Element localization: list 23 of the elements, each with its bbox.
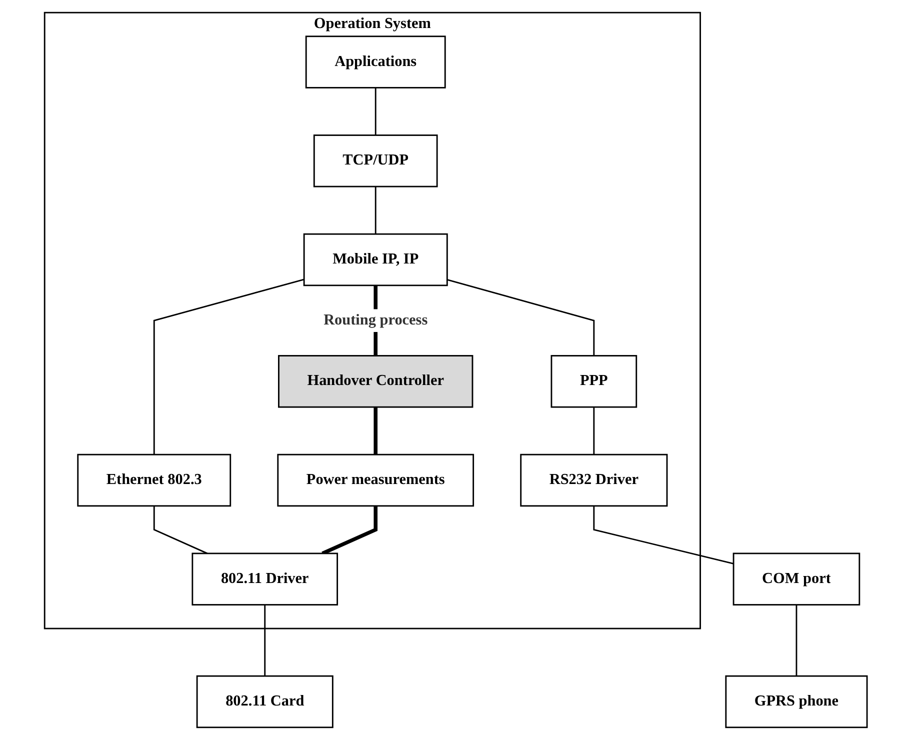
connector — [374, 406, 378, 454]
node-box: Mobile IP, IP — [304, 232, 448, 286]
connector — [375, 186, 376, 234]
node-box: Power measurements — [277, 453, 474, 506]
node-box: 802.11 Driver — [192, 552, 338, 605]
node-box: Ethernet 802.3 — [77, 453, 232, 506]
node-box: COM port — [732, 552, 860, 605]
connector — [154, 505, 208, 554]
connector — [447, 278, 595, 356]
node-box: Applications — [306, 35, 446, 88]
edge-label: Routing process — [324, 312, 428, 328]
node-box: PPP — [550, 354, 638, 408]
connector — [264, 604, 266, 676]
node-box: TCP/UDP — [314, 134, 438, 187]
connector — [593, 505, 734, 564]
node-box: 802.11 Card — [196, 674, 334, 728]
connector — [796, 604, 798, 676]
connector — [593, 406, 595, 454]
connector — [154, 278, 304, 454]
node-box: Handover Controller — [278, 354, 474, 408]
node-box: GPRS phone — [725, 674, 868, 728]
node-box: RS232 Driver — [520, 453, 668, 506]
connector — [375, 87, 376, 135]
